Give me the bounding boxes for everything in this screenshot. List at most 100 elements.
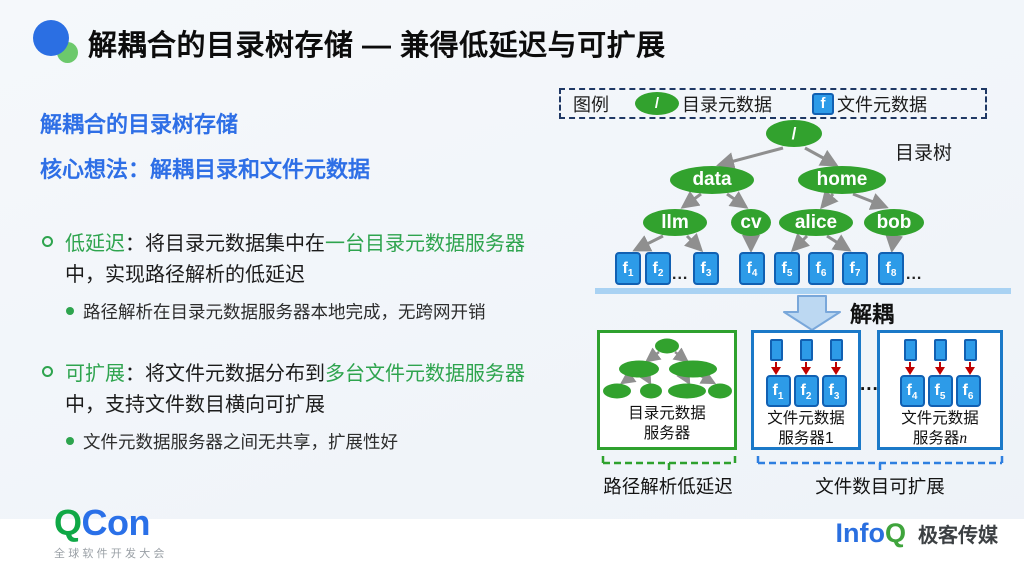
red-arrow-icon [801, 362, 811, 375]
legend-file-label: 文件元数据 [837, 94, 927, 115]
text-segment: 中，支持文件数目横向可扩展 [65, 394, 325, 416]
dir-server-label: 目录元数据 服务器 [628, 404, 706, 445]
tree-node-data: data [670, 166, 754, 194]
separator: ： [125, 363, 145, 385]
dir-server-label-line2: 服务器 [643, 425, 691, 443]
separator: ： [125, 233, 145, 255]
caption-scalability: 文件数目可扩展 [815, 476, 945, 497]
server-index: n [959, 430, 968, 448]
client-rect-icon [799, 339, 813, 361]
file-label: f [800, 382, 806, 399]
red-arrow-icon [965, 362, 975, 375]
tree-node-alice: alice [779, 209, 853, 236]
mini-tree-icon [603, 338, 732, 399]
red-arrows [771, 362, 841, 375]
file-label: f [885, 259, 891, 277]
dot-bullet-icon [66, 307, 74, 315]
servers-ellipsis: ... [860, 374, 879, 395]
file-label: f [828, 382, 834, 399]
file-label: f [906, 382, 912, 399]
heading-core-idea: 核心想法：解耦目录和文件元数据 [40, 157, 371, 182]
highlight-many-servers: 多台文件元数据服务器 [325, 363, 525, 385]
file-sub: 5 [786, 268, 793, 279]
file-label: f [772, 382, 778, 399]
client-rect-icon [903, 339, 917, 361]
file-sub: 2 [657, 268, 664, 279]
term-scalable: 可扩展 [65, 363, 125, 385]
ring-bullet-icon [42, 366, 53, 377]
file-sub: 6 [967, 390, 974, 402]
file-sub: 6 [820, 268, 827, 279]
file-label: f [700, 259, 706, 277]
term-low-latency: 低延迟 [65, 233, 125, 255]
client-rects [769, 339, 843, 361]
qcon-con: Con [81, 502, 151, 543]
tree-node-bob: bob [864, 209, 924, 236]
left-column: 解耦合的目录树存储 核心想法：解耦目录和文件元数据 低延迟：将目录元数据集中在一… [40, 105, 565, 465]
client-rect-icon [933, 339, 947, 361]
slide-title: 解耦合的目录树存储 — 兼得低延迟与可扩展 [88, 30, 666, 62]
file-servern-label-line1: 文件元数据 [901, 410, 979, 427]
qcon-wordmark: QCon [54, 504, 168, 542]
file-sub: 1 [627, 268, 634, 279]
tree-node-cv: cv [731, 209, 771, 236]
infoq-logo: Info Q 极客传媒 [836, 518, 999, 549]
architecture-diagram: 图例 / 目录元数据 f 文件元数据 目录树 [555, 86, 1017, 506]
directory-node-icon: / [635, 92, 679, 115]
infoq-brand: 极客传媒 [918, 525, 998, 547]
client-rect-icon [963, 339, 977, 361]
tree-ellipsis-end: ... [906, 266, 923, 283]
tree-ellipsis-mid: ... [672, 266, 689, 283]
caption-latency: 路径解析低延迟 [603, 476, 733, 497]
text-segment: 将目录元数据集中在 [145, 233, 325, 255]
file-label: f [962, 382, 968, 399]
file-label: f [815, 259, 821, 277]
file-sub: 2 [805, 390, 812, 402]
file-server1-label: 文件元数据 服务器1 [767, 409, 845, 450]
qcon-q: Q [54, 502, 82, 543]
blue-circle-icon [33, 20, 69, 56]
tree-node-llm: llm [643, 209, 707, 236]
client-rect-icon [829, 339, 843, 361]
file-sub: 1 [777, 390, 784, 402]
qcon-logo: QCon 全球软件开发大会 [54, 504, 168, 561]
file-sub: 4 [751, 268, 758, 279]
tree-edges [632, 146, 904, 253]
file-node-icon: f [812, 92, 834, 115]
red-arrow-icon [771, 362, 781, 375]
bullet-low-latency: 低延迟：将目录元数据集中在一台目录元数据服务器中，实现路径解析的低延迟 [42, 229, 527, 291]
subbullet-text: 文件元数据服务器之间无共享，扩展性好 [83, 432, 398, 452]
file-server1-label-line1: 文件元数据 [767, 410, 845, 427]
red-arrow-icon [831, 362, 841, 375]
text-segment: 中，实现路径解析的低延迟 [65, 264, 305, 286]
tree-node-root: / [766, 120, 822, 147]
server-index: 1 [824, 430, 834, 448]
infoq-q: Q [884, 518, 906, 548]
bullet-scalable-text: 可扩展：将文件元数据分布到多台文件元数据服务器中，支持文件数目横向可扩展 [65, 359, 527, 421]
file-servern-label-line2: 服务器n [901, 429, 979, 449]
file-sub: 5 [939, 390, 946, 402]
text-segment: 将文件元数据分布到 [145, 363, 325, 385]
scalability-bracket-icon [756, 456, 1004, 470]
latency-bracket-icon [601, 456, 737, 470]
file-label: f [934, 382, 940, 399]
red-arrow-icon [935, 362, 945, 375]
highlight-one-server: 一台目录元数据服务器 [325, 233, 525, 255]
subbullet-local-resolution: 路径解析在目录元数据服务器本地完成，无跨网开销 [66, 299, 486, 324]
file-sub: 4 [911, 390, 918, 402]
title-bullet-icon [33, 20, 81, 64]
file-servern-label: 文件元数据 服务器n [901, 409, 979, 450]
red-arrow-icon [905, 362, 915, 375]
